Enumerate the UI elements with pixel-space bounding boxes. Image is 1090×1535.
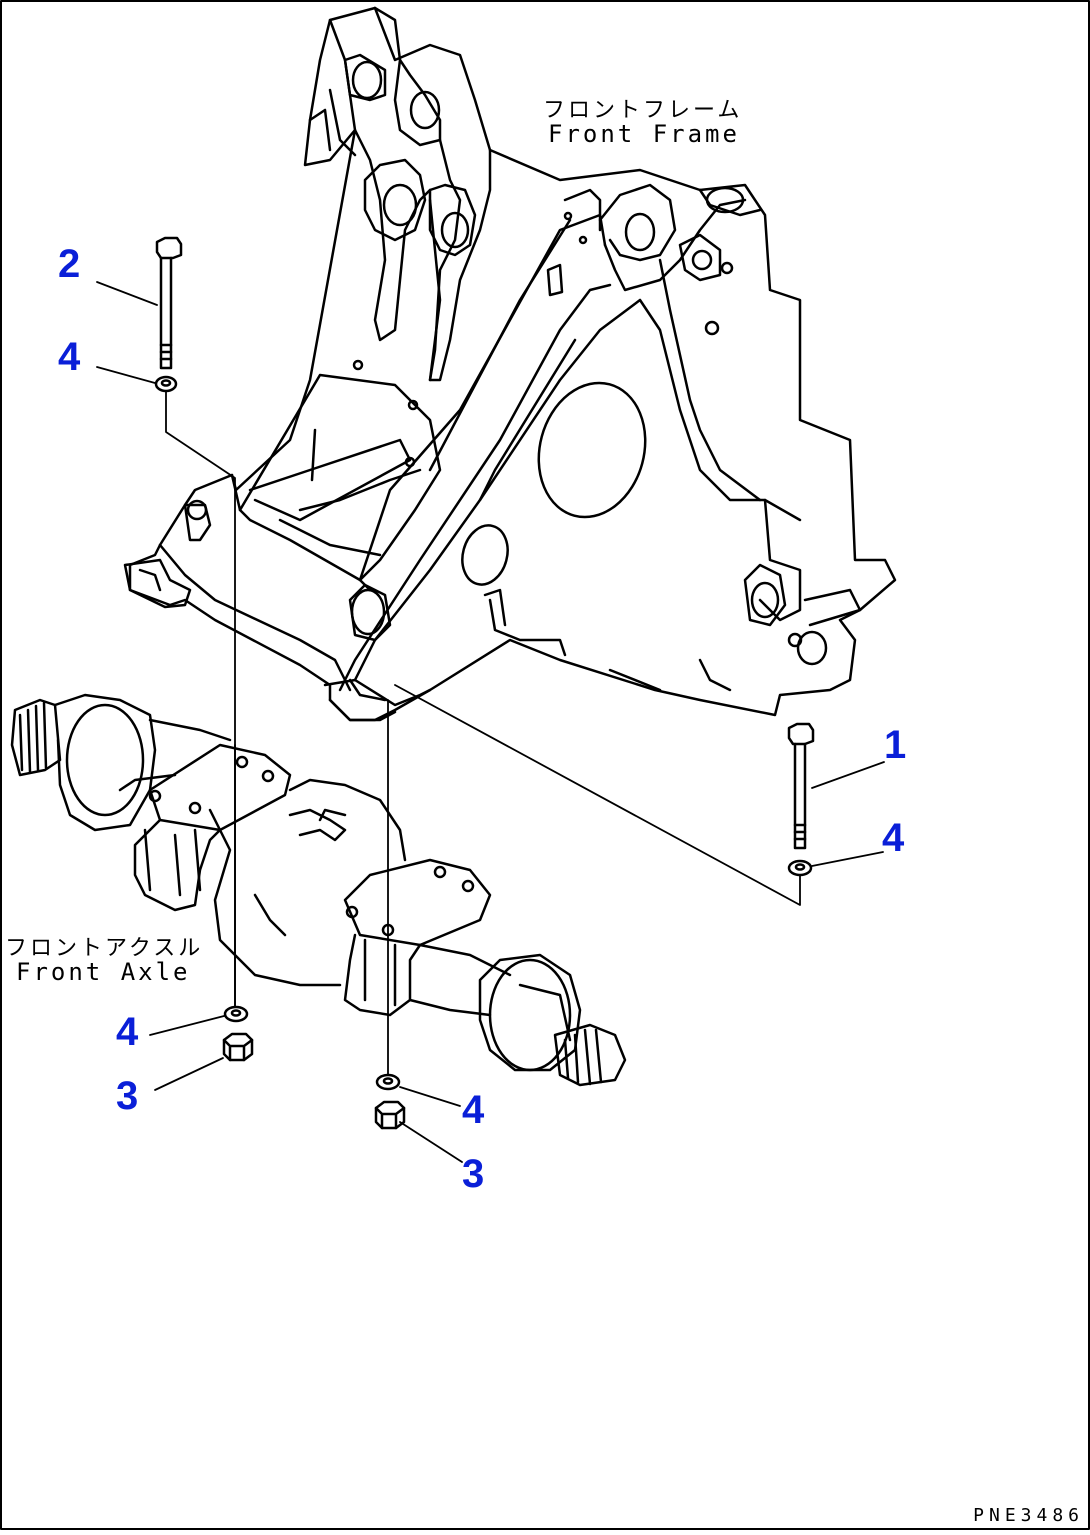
washer-4-top bbox=[154, 375, 178, 393]
leader-lines bbox=[96, 281, 885, 1163]
bolt-1-drawing bbox=[787, 722, 815, 850]
front-axle-drawing bbox=[10, 693, 627, 1087]
nut-3-center bbox=[374, 1100, 406, 1130]
figure-code: PNE3486 bbox=[973, 1505, 1084, 1526]
nut-3-left bbox=[222, 1032, 254, 1062]
callout-3-nut-center: 3 bbox=[462, 1152, 485, 1196]
callout-4-washer-right: 4 bbox=[882, 816, 905, 860]
callout-3-nut-left: 3 bbox=[116, 1074, 139, 1118]
front-axle-label-jp: フロントアクスル bbox=[5, 936, 204, 961]
front-axle-label-en: Front Axle bbox=[16, 958, 191, 986]
callout-4-washer-top: 4 bbox=[58, 335, 81, 379]
callout-2-bolt: 2 bbox=[58, 242, 81, 286]
callout-1-bolt: 1 bbox=[884, 723, 907, 767]
bolt-2-drawing bbox=[155, 236, 183, 370]
callout-4-washer-left: 4 bbox=[116, 1010, 139, 1054]
washer-4-center-lower bbox=[375, 1073, 401, 1091]
washer-4-left-lower bbox=[223, 1005, 249, 1023]
front-frame-drawing bbox=[123, 6, 897, 722]
washer-4-right bbox=[787, 859, 813, 877]
front-frame-label-en: Front Frame bbox=[548, 120, 740, 148]
assembly-lines bbox=[165, 391, 801, 1075]
callout-4-washer-center: 4 bbox=[462, 1088, 485, 1132]
front-frame-label-jp: フロントフレーム bbox=[543, 98, 743, 123]
